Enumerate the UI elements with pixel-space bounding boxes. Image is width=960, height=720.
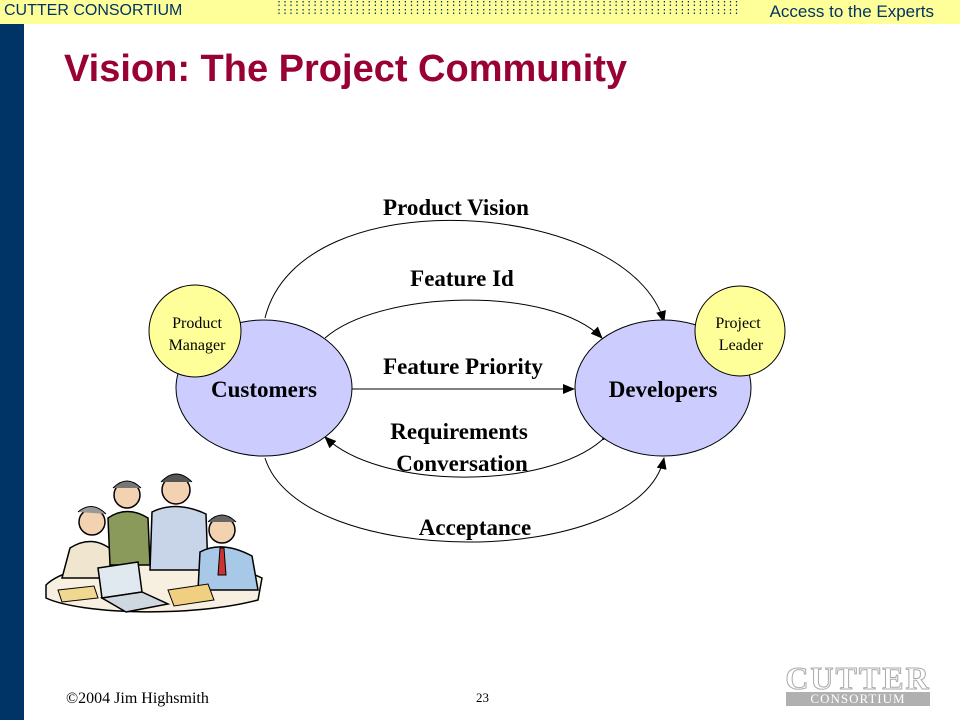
header-dot-pattern: ::::::::::::::::::::::::::::::::::::::::…	[276, 0, 740, 17]
logo-wordmark: CUTTER	[785, 660, 931, 697]
product-manager-node	[148, 284, 242, 378]
product-vision-arrow	[264, 219, 666, 323]
project-leader-label-line2: Leader	[719, 337, 764, 354]
copyright-notice: ©2004 Jim Highsmith	[66, 690, 209, 707]
product-manager-label-line1: Product	[172, 315, 222, 332]
feature-id-arrow	[324, 299, 603, 339]
requirements-conversation-arrow	[324, 428, 614, 478]
customers-label: Customers	[211, 377, 317, 402]
header-tagline: Access to the Experts	[769, 2, 934, 21]
acceptance-label: Acceptance	[419, 515, 531, 540]
acceptance-arrow	[264, 457, 667, 543]
team-meeting-clipart	[45, 473, 263, 613]
header-bar: CUTTER CONSORTIUM ::::::::::::::::::::::…	[0, 0, 960, 24]
developers-label: Developers	[609, 377, 718, 402]
left-sidebar-bar	[0, 0, 24, 720]
feature-priority-label: Feature Priority	[383, 354, 543, 379]
page-number: 23	[476, 690, 489, 705]
logo-subtitle: CONSORTIUM	[786, 692, 930, 706]
project-leader-label-line1: Project	[715, 315, 761, 332]
slide-title: Vision: The Project Community	[64, 48, 628, 90]
requirements-label: Requirements	[390, 419, 528, 444]
project-leader-node	[694, 285, 786, 377]
product-manager-label-line2: Manager	[169, 337, 227, 354]
feature-id-label: Feature Id	[410, 266, 514, 291]
brand-name: CUTTER CONSORTIUM	[4, 2, 183, 19]
conversation-label: Conversation	[396, 451, 528, 476]
product-vision-label: Product Vision	[383, 195, 529, 220]
cutter-logo: CUTTER CONSORTIUM	[784, 660, 932, 710]
